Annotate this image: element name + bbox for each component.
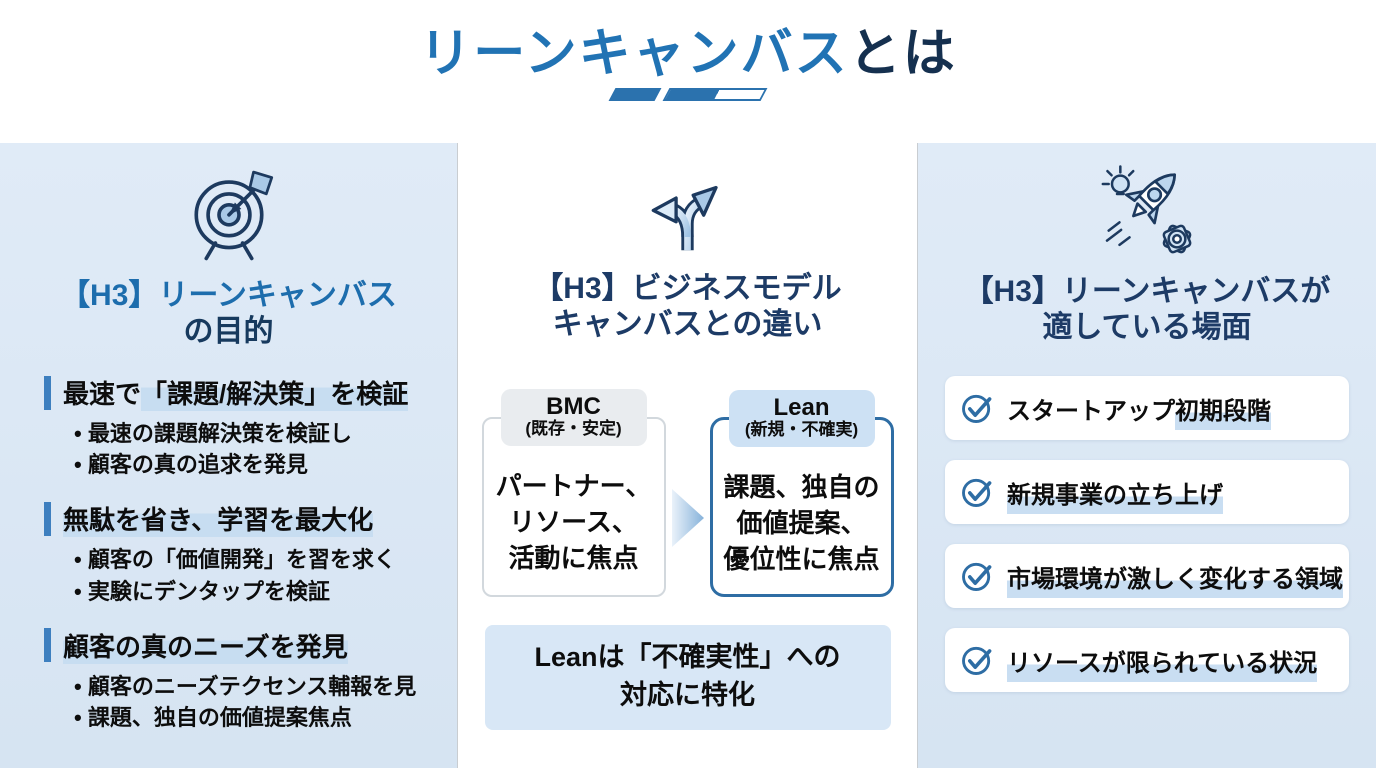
accent-bar [44,628,51,663]
bmc-sublabel: (既存・安定) [525,419,622,439]
purpose-item-bullets: 最速の課題解決策を検証し 顧客の真の追求を発見 [74,418,439,480]
card-text-highlight: 市場環境が激しく変化する領域 [1007,565,1343,598]
purpose-item-needs: 顧客の真のニーズを発見 顧客のニーズテクセンス輔報を見 課題、独自の価値提案焦点 [44,627,439,733]
bullet: 顧客の「価値開発」を習を求く [74,544,439,575]
page-header: リーンキャンバスとは [0,0,1376,143]
lean-body-line: 優位性に焦点 [723,543,880,574]
lean-body-line: 課題、独自の [723,472,880,502]
underline-segment-filled [608,88,662,102]
lean-badge: Lean (新規・不確実) [728,390,875,447]
difference-heading-line1: 【H3】ビジネスモデル [533,272,842,305]
bullet: 最速の課題解決策を検証し [74,418,439,449]
item-heading-highlight: 「課題/解決策」を検証 [141,379,409,411]
accent-bar [44,501,51,536]
fork-arrows-icon [640,161,735,261]
lean-summary-line: Leanは「不確実性」への [534,642,841,672]
title-suffix: とは [848,25,957,83]
bmc-body-line: パートナー、 [495,471,652,501]
accent-bar [44,375,51,410]
purpose-item-list: 最速で「課題/解決策」を検証 最速の課題解決策を検証し 顧客の真の追求を発見 無… [0,374,457,733]
target-icon [179,163,279,268]
bmc-body: パートナー、 リソース、 活動に焦点 [488,469,660,577]
check-circle-icon [959,642,995,678]
situation-card-limited-resources: リソースが限られている状況 [945,628,1349,692]
item-heading-highlight: 顧客の真のニーズを発見 [63,631,348,664]
lean-sublabel: (新規・不確実) [744,420,859,440]
purpose-item-heading: 最速で「課題/解決策」を検証 [44,374,439,411]
rocket-lightbulb-gear-icon [1097,159,1197,264]
purpose-item-learning: 無駄を省き、学習を最大化 顧客の「価値開発」を習を求く 実験にデンタップを検証 [44,500,439,606]
page-title: リーンキャンバスとは [0,25,1376,83]
purpose-heading-line2: の目的 [183,315,274,348]
card-text-highlight: リソースが限られている状況 [1007,649,1318,682]
lean-label: Lean [773,394,830,421]
card-text-highlight: 新規事業の立ち上げ [1007,481,1223,514]
card-text-highlight: 初期段階 [1175,397,1271,430]
lean-body-line: 価値提案、 [736,507,867,538]
difference-heading: 【H3】ビジネスモデル キャンバスとの違い [533,271,841,343]
difference-heading-line2: キャンバスとの違い [552,308,823,341]
situations-heading-line1: 【H3】リーンキャンバスが [963,275,1331,308]
situation-card-new-business: 新規事業の立ち上げ [945,460,1349,524]
bmc-body-line: 活動に焦点 [508,542,639,573]
lean-summary-line: 対応に特化 [620,680,755,711]
bmc-label: BMC [546,393,601,420]
bullet: 顧客のニーズテクセンス輔報を見 [74,671,439,702]
check-circle-icon [959,390,995,426]
difference-column: 【H3】ビジネスモデル キャンバスとの違い BMC (既存・安定) パートナー、… [457,143,918,768]
purpose-heading: 【H3】リーンキャンバス の目的 [60,278,397,350]
lean-box: Lean (新規・不確実) 課題、独自の 価値提案、 優位性に焦点 [709,390,894,597]
purpose-item-bullets: 顧客のニーズテクセンス輔報を見 課題、独自の価値提案焦点 [74,671,439,733]
bullet: 実験にデンタップを検証 [74,576,439,607]
bmc-body-line: リソース、 [509,506,638,537]
bullet: 課題、独自の価値提案焦点 [74,702,439,733]
purpose-item-heading: 無駄を省き、学習を最大化 [44,500,439,538]
bullet: 顧客の真の追求を発見 [74,449,439,480]
purpose-column: 【H3】リーンキャンバス の目的 最速で「課題/解決策」を検証 最速の課題解決策… [0,143,457,768]
lean-summary-box: Leanは「不確実性」への 対応に特化 [484,625,891,730]
check-circle-icon [959,474,995,510]
bmc-badge: BMC (既存・安定) [500,389,647,446]
purpose-item-validate: 最速で「課題/解決策」を検証 最速の課題解決策を検証し 顧客の真の追求を発見 [44,374,439,480]
situation-card-list: スタートアップ初期段階 新規事業の立ち上げ [945,376,1349,692]
item-heading-highlight: 無駄を省き、学習を最大化 [63,505,374,538]
purpose-item-bullets: 顧客の「価値開発」を習を求く 実験にデンタップを検証 [74,544,439,606]
situations-heading-line2: 適している場面 [1042,311,1252,344]
situations-heading: 【H3】リーンキャンバスが 適している場面 [964,274,1331,346]
purpose-item-heading: 顧客の真のニーズを発見 [44,627,439,664]
purpose-heading-line1: 【H3】リーンキャンバス [60,279,397,312]
bmc-vs-lean-comparison: BMC (既存・安定) パートナー、 リソース、 活動に焦点 [481,389,894,597]
right-arrow-icon [671,488,704,552]
situation-card-startup: スタートアップ初期段階 [945,376,1349,440]
title-main: リーンキャンバス [419,25,849,83]
situations-column: 【H3】リーンキャンバスが 適している場面 スタートアップ初期段階 [918,143,1376,768]
underline-segment-partial [662,88,768,102]
item-heading-prefix: 最速で [63,379,142,409]
check-circle-icon [959,558,995,594]
situation-card-changing-market: 市場環境が激しく変化する領域 [945,544,1349,608]
title-underline-decoration [0,88,1376,102]
bmc-box: BMC (既存・安定) パートナー、 リソース、 活動に焦点 [481,389,666,597]
lean-body: 課題、独自の 価値提案、 優位性に焦点 [717,470,887,578]
card-text-prefix: スタートアップ [1007,397,1175,425]
